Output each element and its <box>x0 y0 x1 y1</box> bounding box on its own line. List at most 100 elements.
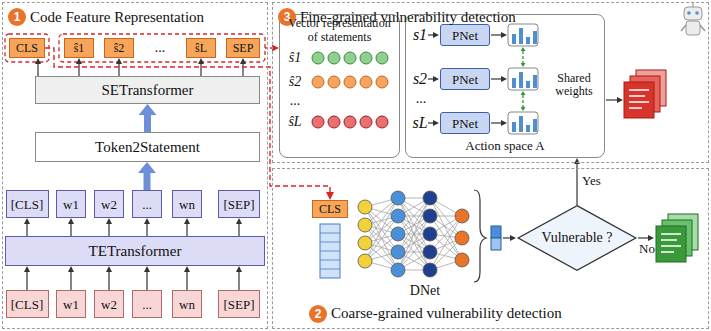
decision-arrow <box>503 237 510 238</box>
token-box: [CLS] <box>6 290 49 318</box>
cls-vector <box>320 224 340 278</box>
network-neurons <box>358 191 469 277</box>
connector <box>238 224 239 236</box>
statement-label: s2 <box>410 69 430 89</box>
note-label: Shared weights <box>546 70 602 100</box>
connector <box>26 224 27 236</box>
output-vector <box>491 226 501 250</box>
box-text: SETransformer <box>102 83 194 98</box>
feature-arrow <box>265 47 272 48</box>
token-box: ŝ1 <box>64 38 94 58</box>
box-text: Token2Statement <box>95 140 200 155</box>
network-links <box>365 198 462 270</box>
module-box: Token2Statement <box>35 132 260 162</box>
box-text: w2 <box>101 198 117 211</box>
connector <box>242 64 243 76</box>
box-text: CLS <box>319 203 341 215</box>
panel-region: 1Code Feature RepresentationCLSŝ1ŝ2ŝLSEP… <box>2 2 268 329</box>
step-number: 1 <box>8 8 26 26</box>
box-text: w2 <box>101 298 117 311</box>
group-outline <box>59 34 265 62</box>
vector-label: ŝL <box>282 114 308 130</box>
box-text: CLS <box>16 42 38 54</box>
connector <box>108 272 109 290</box>
box-text: [SEP] <box>223 298 254 311</box>
token-box: [SEP] <box>218 190 260 218</box>
token-box: wn <box>172 290 202 318</box>
box-text: Vulnerable ? <box>541 230 612 246</box>
branch-label: No <box>637 241 657 257</box>
box-text: ŝ2 <box>114 42 125 54</box>
brace <box>474 190 486 282</box>
box-text: wn <box>179 298 195 311</box>
box-text: PNet <box>452 117 478 130</box>
network-box: PNet <box>440 68 490 90</box>
token-box: w2 <box>94 190 124 218</box>
vulnerable-documents <box>624 70 666 118</box>
connector <box>37 64 38 76</box>
token-box: CLS <box>9 38 45 58</box>
box-text: ... <box>142 198 152 211</box>
token-box: ŝL <box>186 38 216 58</box>
token-box: w1 <box>56 190 86 218</box>
encoder-box: SETransformer <box>35 76 260 104</box>
connector <box>146 224 147 236</box>
panel-heading: Coarse-grained vulnerability detection <box>331 303 562 323</box>
connector <box>238 272 239 290</box>
connector <box>146 272 147 290</box>
connector <box>144 115 151 132</box>
panel-region: 3Fine-grained vulnerability detectionVec… <box>272 2 709 163</box>
ellipsis: ... <box>282 93 308 109</box>
box-text: SEP <box>233 42 254 54</box>
connector <box>108 224 109 236</box>
box-text: Vector representation of statements <box>283 17 396 45</box>
connector <box>576 164 577 205</box>
box-text: PNet <box>452 73 478 86</box>
token-box: ... <box>132 190 162 218</box>
token-box: [CLS] <box>6 190 49 218</box>
box-text: w1 <box>63 198 79 211</box>
connector <box>144 173 151 190</box>
ellipsis: ... <box>408 90 434 108</box>
box-text: [SEP] <box>223 198 254 211</box>
shared-weight-arrows <box>522 51 523 107</box>
connector <box>200 64 201 76</box>
vector-label: ŝ1 <box>282 50 308 66</box>
diamond-shape <box>518 206 636 271</box>
connector <box>186 272 187 290</box>
token-box: SEP <box>226 38 260 58</box>
token-box: ŝ2 <box>104 38 134 58</box>
token-box: [SEP] <box>218 290 260 318</box>
vector-circles <box>312 52 388 128</box>
network-box: PNet <box>440 24 490 46</box>
network-box: PNet <box>440 112 490 134</box>
connector <box>78 64 79 76</box>
token-box: w1 <box>56 290 86 318</box>
box-text: TETransformer <box>89 244 182 259</box>
robot-icon <box>681 3 705 35</box>
token-box: wn <box>172 190 202 218</box>
token-box: ... <box>132 290 162 318</box>
box-text: Action space A <box>465 139 544 154</box>
connector <box>70 272 71 290</box>
encoder-box: TETransformer <box>5 236 265 266</box>
box-text: w1 <box>63 298 79 311</box>
box-text: ... <box>142 298 152 311</box>
connector <box>186 224 187 236</box>
box-text: [CLS] <box>11 198 44 211</box>
output-arrow <box>606 99 617 100</box>
token-box: w2 <box>94 290 124 318</box>
token-box: CLS <box>312 200 348 218</box>
box-text: ŝ1 <box>74 42 85 54</box>
vector-label: ŝ2 <box>282 74 308 90</box>
input-arrows <box>428 35 501 123</box>
probability-icon <box>508 24 538 134</box>
safe-documents <box>656 214 698 262</box>
step-number: 2 <box>309 305 327 323</box>
decision-diamond: Vulnerable ? <box>517 205 637 271</box>
connector <box>45 48 330 192</box>
box-text: wn <box>179 198 195 211</box>
connector <box>118 64 119 76</box>
box-text: [CLS] <box>11 298 44 311</box>
